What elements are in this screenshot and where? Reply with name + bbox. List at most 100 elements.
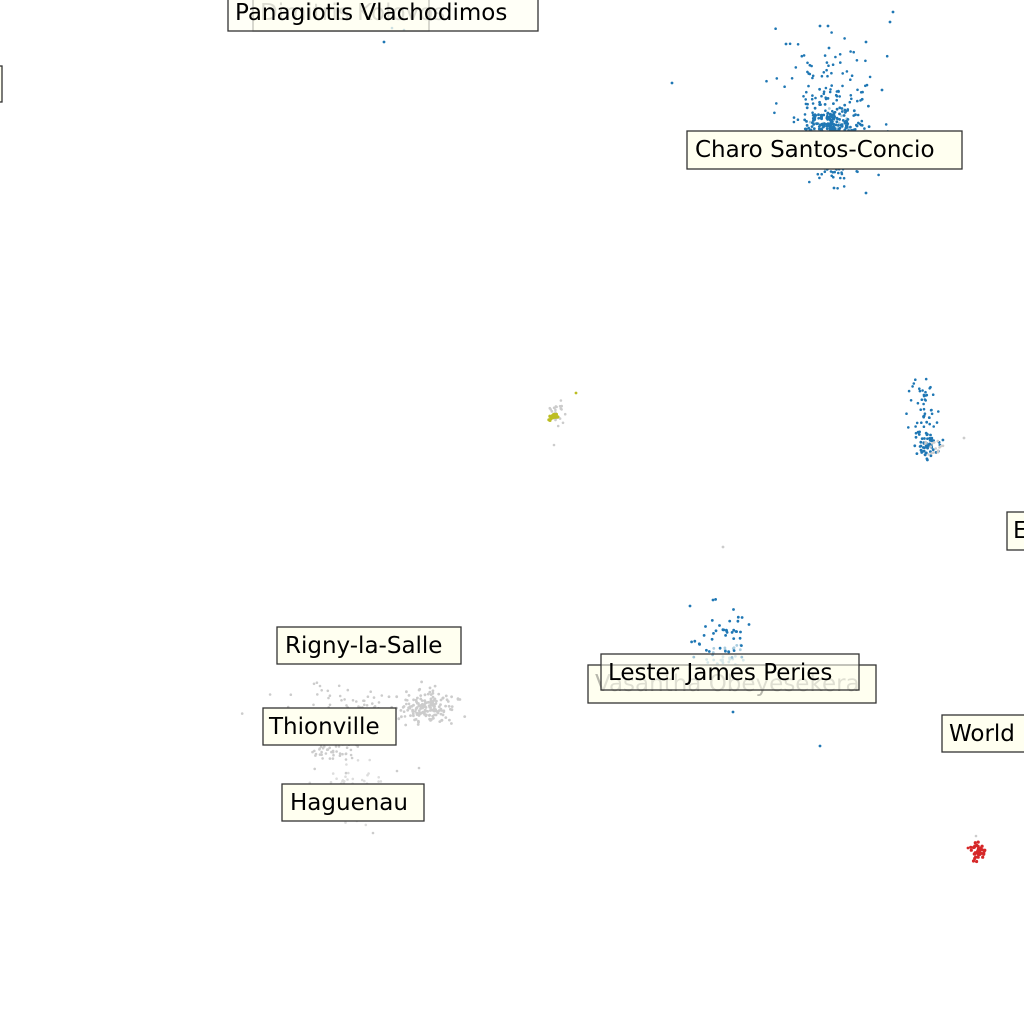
right-cluster-point [926, 437, 929, 441]
city-cluster-point [414, 718, 418, 721]
city-cluster-point [356, 759, 360, 762]
charo-cluster-point [885, 54, 889, 58]
charo-cluster-point [820, 172, 823, 176]
city-cluster-point [351, 777, 355, 781]
olive-cluster-point [551, 414, 555, 418]
right-cluster-point [923, 412, 927, 416]
city-cluster-point [444, 694, 448, 698]
label-haguenau-text: Haguenau [290, 790, 408, 816]
right-cluster-point [962, 436, 966, 440]
charo-cluster-point [811, 74, 815, 78]
right-cluster-point [920, 449, 923, 453]
charo-cluster-point [823, 54, 827, 57]
red-cluster-point [982, 851, 986, 856]
city-cluster-point [433, 684, 437, 688]
city-cluster-point [450, 708, 454, 712]
charo-cluster-point [830, 174, 833, 178]
charo-outlier-point [864, 40, 868, 44]
right-cluster-point [911, 385, 914, 388]
city-cluster-point [368, 758, 372, 762]
city-cluster-point [405, 702, 408, 706]
city-cluster-point [400, 715, 403, 719]
right-cluster-point [922, 415, 925, 419]
right-cluster-point [930, 442, 934, 445]
lester-cluster-point [738, 648, 742, 652]
red-cluster-point [976, 855, 980, 859]
charo-cluster-point [846, 109, 849, 112]
city-cluster-point [411, 708, 414, 712]
lester-cluster-point [693, 639, 697, 643]
label-layer: Dimitris Kolovos Panagiotis Vlachodimos … [0, 0, 1024, 822]
charo-cluster-point [830, 115, 834, 119]
charo-cluster-point [808, 180, 811, 184]
charo-cluster-point [839, 176, 842, 180]
city-cluster-point [365, 704, 369, 707]
right-cluster-point [922, 407, 926, 411]
city-cluster-point [439, 712, 443, 716]
city-cluster-point [372, 696, 376, 699]
city-cluster-point [424, 706, 428, 709]
right-cluster-point [929, 437, 933, 440]
charo-cluster-point [802, 54, 806, 57]
city-cluster-point [328, 694, 332, 697]
charo-cluster-point [800, 54, 804, 58]
city-cluster-point [315, 681, 319, 684]
city-cluster-point [364, 823, 368, 827]
charo-cluster-point [827, 117, 830, 120]
charo-cluster-point [822, 92, 826, 96]
lester-cluster-point [739, 630, 742, 634]
charo-cluster-point [794, 66, 798, 69]
lester-cluster-point [707, 650, 711, 653]
charo-cluster-point [863, 127, 866, 130]
right-cluster-point [914, 431, 918, 435]
charo-cluster-point [849, 125, 852, 129]
charo-cluster-point [806, 70, 809, 74]
charo-cluster-point [819, 103, 822, 106]
right-cluster-point [938, 446, 941, 449]
charo-cluster-point [820, 74, 824, 78]
city-cluster-point [450, 695, 453, 699]
city-cluster-point [414, 698, 418, 702]
city-cluster-point [435, 699, 438, 703]
charo-cluster-point [859, 123, 863, 127]
city-cluster-point [426, 692, 430, 696]
city-cluster-point [410, 704, 414, 708]
city-cluster-point [412, 714, 415, 718]
city-cluster-point [327, 696, 330, 700]
lester-cluster-point [723, 646, 727, 650]
olive-cluster-point [554, 412, 559, 416]
lester-cluster-point [714, 629, 718, 633]
city-cluster-point [347, 771, 350, 775]
charo-cluster-point [813, 113, 817, 116]
charo-cluster-point [825, 125, 829, 128]
charo-cluster-point [822, 71, 826, 74]
charo-outlier-point [670, 81, 674, 85]
city-cluster-point [332, 753, 335, 757]
charo-cluster-point [765, 79, 768, 83]
right-cluster-point [936, 439, 940, 443]
city-cluster-point [313, 767, 317, 771]
charo-cluster-point [811, 102, 815, 105]
city-cluster-point [363, 699, 366, 703]
charo-cluster-point [831, 125, 835, 129]
city-cluster-point [444, 704, 447, 708]
charo-cluster-point [825, 127, 829, 131]
charo-cluster-point [796, 43, 800, 46]
charo-cluster-point [856, 99, 859, 103]
charo-cluster-point [839, 123, 843, 127]
charo-cluster-point [849, 94, 853, 97]
olive-cluster-point [552, 406, 556, 410]
city-cluster-point [447, 704, 451, 708]
city-cluster-point [413, 710, 417, 713]
right-cluster-point [920, 437, 924, 440]
city-cluster-point [431, 700, 435, 703]
charo-cluster-point [832, 102, 835, 105]
lester-cluster-point [724, 634, 727, 637]
city-cluster-point [407, 706, 410, 709]
city-cluster-point [423, 693, 427, 697]
city-cluster-point [331, 749, 335, 753]
city-cluster-point [289, 693, 293, 696]
city-cluster-point [355, 700, 358, 703]
city-cluster-point [431, 689, 435, 693]
charo-cluster-point [808, 120, 812, 124]
